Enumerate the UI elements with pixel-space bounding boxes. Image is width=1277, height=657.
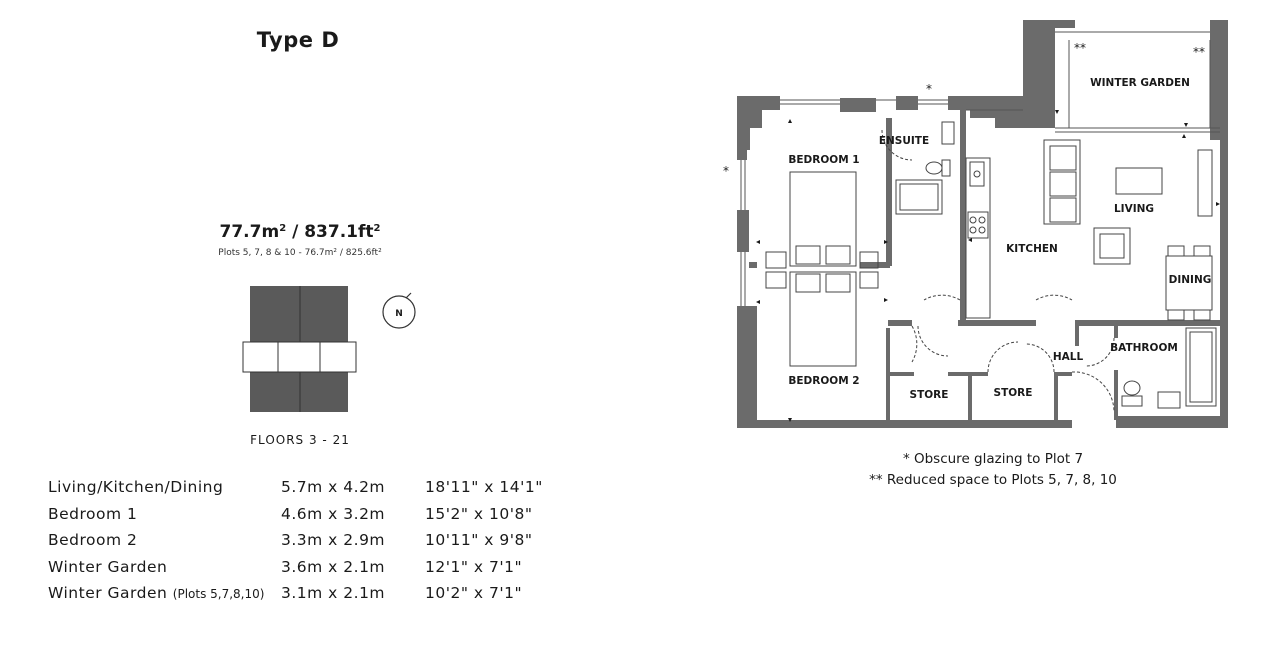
label-bedroom-2: BEDROOM 2 bbox=[788, 375, 859, 387]
key-plan-corridor bbox=[242, 341, 357, 373]
label-winter-garden: WINTER GARDEN bbox=[1090, 77, 1190, 89]
plan-type-title: Type D bbox=[256, 28, 340, 52]
label-bedroom-1: BEDROOM 1 bbox=[788, 154, 859, 166]
room-name-suffix: (Plots 5,7,8,10) bbox=[172, 587, 265, 602]
double-star-mark-left: ** bbox=[1074, 41, 1086, 55]
north-arrow-icon: N bbox=[382, 292, 416, 329]
label-store-a: STORE bbox=[910, 389, 949, 401]
area-imperial-value: 837.1ft bbox=[304, 222, 374, 242]
note-obscure-glazing: * Obscure glazing to Plot 7 bbox=[902, 451, 1084, 467]
table-row: Bedroom 1 4.6m x 3.2m 15'2" x 10'8" bbox=[48, 501, 543, 528]
room-metric: 3.1m x 2.1m bbox=[281, 584, 386, 603]
table-row: Winter Garden 3.6m x 2.1m 12'1" x 7'1" bbox=[48, 554, 543, 581]
area-metric-value: 77.7m bbox=[219, 222, 280, 242]
double-star-mark-right: ** bbox=[1193, 45, 1205, 59]
room-imperial: 15'2" x 10'8" bbox=[425, 504, 533, 523]
room-name: Winter Garden bbox=[48, 554, 281, 581]
room-name-text: Winter Garden bbox=[48, 584, 168, 603]
key-plan-block-tr bbox=[300, 286, 348, 342]
room-name: Bedroom 2 bbox=[48, 527, 281, 554]
floor-plan: WINTER GARDEN ENSUITE BEDROOM 1 LIVING K… bbox=[723, 20, 1228, 428]
star-mark-top: * bbox=[926, 82, 932, 96]
room-imperial: 10'11" x 9'8" bbox=[425, 531, 533, 550]
room-imperial: 12'1" x 7'1" bbox=[425, 557, 523, 576]
room-imperial: 10'2" x 7'1" bbox=[425, 584, 523, 603]
room-imperial: 18'11" x 14'1" bbox=[425, 478, 543, 497]
room-name-text: Living/Kitchen/Dining bbox=[48, 478, 224, 497]
label-dining: DINING bbox=[1169, 274, 1212, 286]
room-metric: 3.6m x 2.1m bbox=[281, 557, 386, 576]
label-hall: HALL bbox=[1053, 351, 1084, 363]
area-separator: / bbox=[286, 222, 305, 242]
area-metric-sup: 2 bbox=[279, 223, 287, 234]
label-bathroom: BATHROOM bbox=[1110, 342, 1178, 354]
label-ensuite: ENSUITE bbox=[879, 135, 929, 147]
room-metric: 4.6m x 3.2m bbox=[281, 504, 386, 523]
note-reduced-space: ** Reduced space to Plots 5, 7, 8, 10 bbox=[869, 472, 1117, 488]
north-label: N bbox=[395, 309, 403, 319]
room-metric: 5.7m x 4.2m bbox=[281, 478, 386, 497]
table-row: Bedroom 2 3.3m x 2.9m 10'11" x 9'8" bbox=[48, 527, 543, 554]
key-plan-block-tl bbox=[250, 286, 300, 342]
label-living: LIVING bbox=[1114, 203, 1154, 215]
room-name-text: Bedroom 1 bbox=[48, 504, 138, 523]
room-name: Bedroom 1 bbox=[48, 501, 281, 528]
walls bbox=[737, 20, 1228, 428]
room-name-text: Winter Garden bbox=[48, 557, 168, 576]
area-imperial-sup: 2 bbox=[373, 223, 381, 234]
area-plots-note: Plots 5, 7, 8 & 10 - 76.7m² / 825.6ft² bbox=[218, 248, 382, 258]
label-store-b: STORE bbox=[994, 387, 1033, 399]
room-dimensions-table: Living/Kitchen/Dining 5.7m x 4.2m 18'11"… bbox=[48, 474, 543, 607]
key-plan-block-bl bbox=[250, 372, 300, 412]
table-row: Winter Garden (Plots 5,7,8,10) 3.1m x 2.… bbox=[48, 580, 543, 607]
total-area: 77.7m2 / 837.1ft2 bbox=[170, 222, 430, 242]
room-metric: 3.3m x 2.9m bbox=[281, 531, 386, 550]
plan-notes: * Obscure glazing to Plot 7 ** Reduced s… bbox=[800, 449, 1186, 491]
key-plan bbox=[242, 286, 357, 412]
star-mark-left: * bbox=[723, 164, 729, 178]
room-name: Living/Kitchen/Dining bbox=[48, 474, 281, 501]
label-kitchen: KITCHEN bbox=[1006, 243, 1058, 255]
floors-label: FLOORS 3 - 21 bbox=[250, 433, 350, 447]
key-plan-block-br bbox=[300, 372, 348, 412]
table-row: Living/Kitchen/Dining 5.7m x 4.2m 18'11"… bbox=[48, 474, 543, 501]
room-name-text: Bedroom 2 bbox=[48, 531, 138, 550]
room-name: Winter Garden (Plots 5,7,8,10) bbox=[48, 580, 281, 607]
